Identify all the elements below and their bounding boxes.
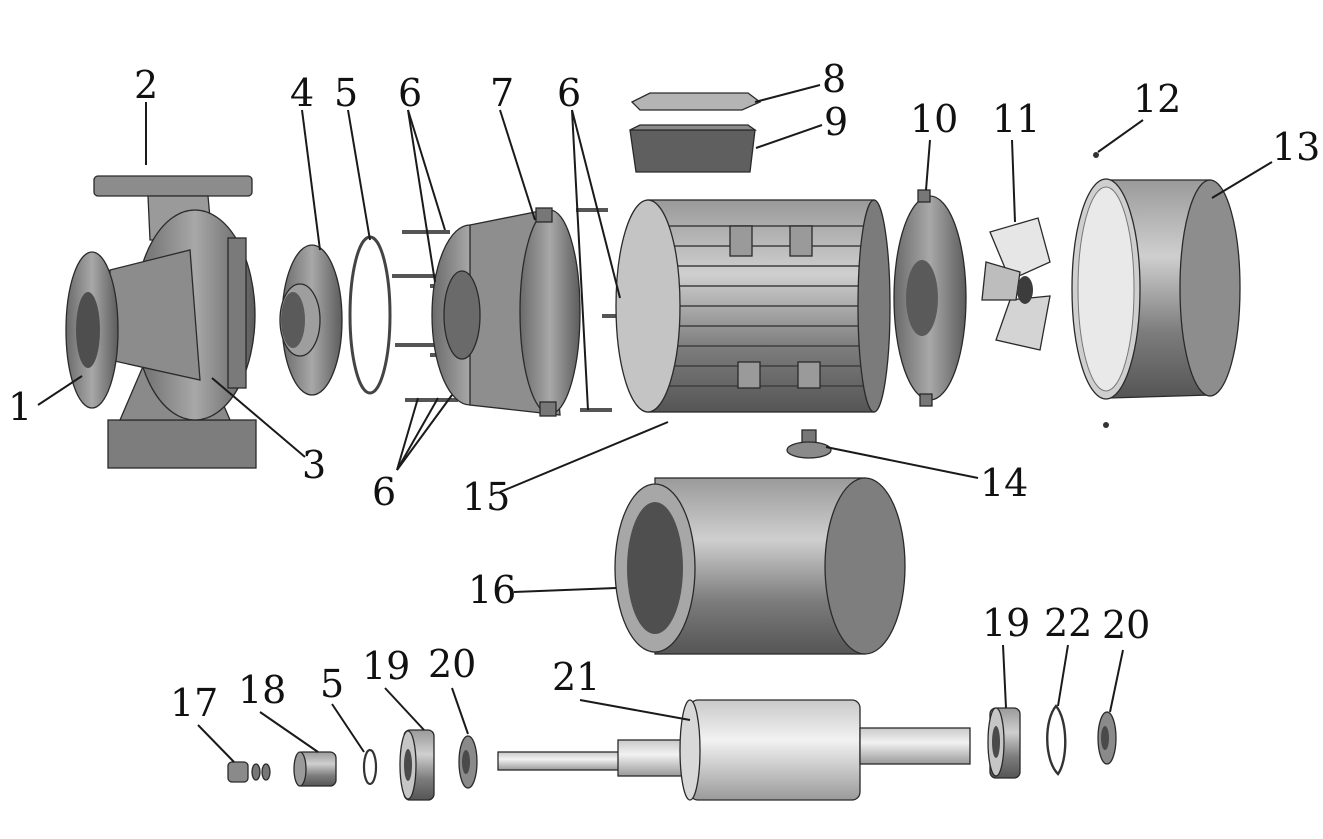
callout-labels: 1 2 3 4 5 6 6 7 6 8 9 10 11 12 13 14 15 … <box>8 57 1320 725</box>
terminal-box-lid-part <box>630 92 762 111</box>
rear-washer-part <box>1097 711 1117 765</box>
shaft-nut-part <box>227 761 271 783</box>
callout-17: 17 <box>170 681 218 725</box>
motor-housing-part <box>615 199 891 413</box>
fan-cover-part <box>1071 178 1241 400</box>
callout-20-front: 20 <box>428 642 476 686</box>
callout-5-lower: 5 <box>320 662 344 706</box>
callout-8: 8 <box>822 57 846 101</box>
impeller-part <box>279 244 343 396</box>
callout-16: 16 <box>468 568 516 612</box>
rear-end-shield-part <box>893 189 967 407</box>
callout-21: 21 <box>552 655 600 699</box>
callout-12: 12 <box>1133 77 1181 121</box>
terminal-box-part <box>629 124 758 173</box>
callout-19-rear: 19 <box>982 601 1030 645</box>
callout-6-top: 6 <box>398 71 422 115</box>
callout-4: 4 <box>290 71 314 115</box>
pump-cover-part <box>431 207 581 417</box>
leader-lines <box>37 84 1273 763</box>
callout-2: 2 <box>134 63 158 107</box>
stator-part <box>614 477 906 655</box>
callout-9: 9 <box>824 100 848 144</box>
callout-5-upper: 5 <box>334 71 358 115</box>
cable-gland-part <box>786 429 832 459</box>
callout-22: 22 <box>1044 601 1092 645</box>
callout-6-right: 6 <box>557 71 581 115</box>
front-washer-part <box>458 735 478 789</box>
o-ring-small-part <box>362 748 378 786</box>
callout-14: 14 <box>980 461 1028 505</box>
rear-bearing-part <box>987 707 1021 779</box>
callout-1: 1 <box>8 385 32 429</box>
volute-casing-part <box>65 175 257 469</box>
callout-20-rear: 20 <box>1102 603 1150 647</box>
callout-19-front: 19 <box>362 644 410 688</box>
callout-18: 18 <box>238 668 286 712</box>
callout-7: 7 <box>490 71 514 115</box>
callout-6-bottom: 6 <box>372 470 396 514</box>
rotor-shaft-part <box>497 699 971 801</box>
callout-11: 11 <box>992 97 1040 141</box>
callout-13: 13 <box>1272 125 1320 169</box>
mechanical-seal-part <box>293 751 337 787</box>
callout-15: 15 <box>462 475 510 519</box>
o-ring-large-part <box>348 235 392 395</box>
callout-10: 10 <box>910 97 958 141</box>
front-bearing-part <box>399 729 435 801</box>
screw-part-lower <box>1103 422 1109 428</box>
callout-3: 3 <box>302 443 326 487</box>
spring-washer-part <box>1046 704 1067 776</box>
fan-part <box>981 217 1051 351</box>
screw-part <box>1093 152 1099 158</box>
